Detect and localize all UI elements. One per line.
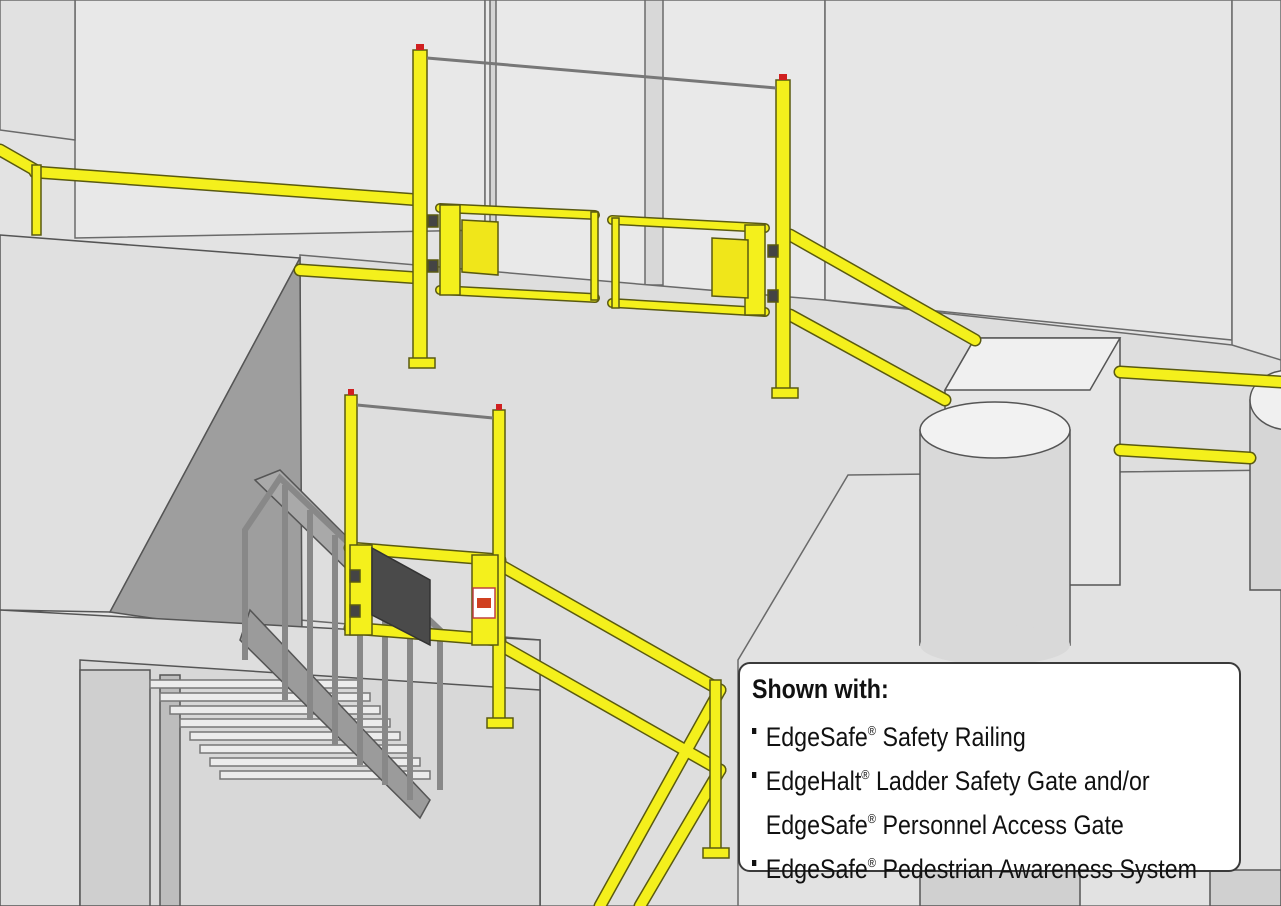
product-desc: Safety Railing xyxy=(876,722,1026,752)
callout-title: Shown with: xyxy=(752,674,889,704)
shown-with-callout: Shown with: EdgeSafe® Safety Railing Edg… xyxy=(738,662,1241,884)
product-desc: Personnel Access Gate xyxy=(876,810,1124,840)
product-name: EdgeHalt xyxy=(765,766,862,796)
product-desc: Pedestrian Awareness System xyxy=(876,854,1197,884)
product-desc: Ladder Safety Gate and/or xyxy=(869,766,1150,796)
hvac-units xyxy=(919,337,1281,906)
edgehalt-ladder-safety-gate xyxy=(349,203,779,647)
list-item: EdgeSafe® Safety Railing xyxy=(752,712,1161,756)
pedestrian-awareness-bar xyxy=(356,56,777,420)
product-name: EdgeSafe xyxy=(765,722,868,752)
registered-mark: ® xyxy=(867,855,877,870)
stair-structure xyxy=(0,234,541,906)
bullet-icon xyxy=(752,728,757,734)
registered-mark: ® xyxy=(867,723,877,738)
railing-posts xyxy=(31,44,799,859)
bullet-icon xyxy=(752,860,757,866)
registered-mark: ® xyxy=(867,811,877,826)
registered-mark: ® xyxy=(861,767,870,782)
product-name: EdgeSafe xyxy=(765,810,868,840)
bullet-icon xyxy=(752,772,757,778)
list-item: EdgeSafe® Pedestrian Awareness System xyxy=(752,844,1197,888)
product-name: EdgeSafe xyxy=(765,854,868,884)
product-list: EdgeSafe® Safety Railing EdgeHalt® Ladde… xyxy=(752,712,1227,888)
